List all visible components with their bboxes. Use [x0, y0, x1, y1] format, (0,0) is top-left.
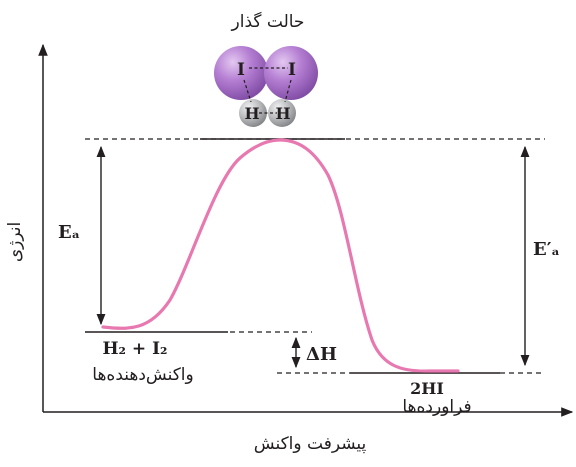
ea-reverse-label: E′ₐ [533, 239, 560, 260]
iodine-symbol-left: I [237, 60, 245, 80]
hydrogen-atom-left [239, 99, 267, 127]
hydrogen-atom-right [268, 99, 296, 127]
x-axis-label: پیشرفت واکنش [254, 434, 367, 454]
products-formula: 2HI [410, 379, 444, 398]
products-label: فراورده‌ها [402, 397, 471, 417]
i-h-bond-left [243, 79, 252, 103]
y-axis-label: انرژی [5, 222, 25, 262]
hydrogen-symbol-right: H [275, 104, 290, 123]
reactants-formula: H₂ + I₂ [103, 339, 168, 359]
energy-curve [101, 138, 460, 373]
i-h-bond-right [284, 79, 292, 103]
iodine-symbol-right: I [288, 60, 296, 80]
iodine-atom-left [214, 46, 268, 100]
delta-h-label: ΔH [306, 344, 337, 365]
iodine-atom-right [264, 46, 318, 100]
transition-state-molecule: I I H H [214, 46, 318, 127]
hydrogen-symbol-left: H [244, 104, 259, 123]
reactants-label: واکنش‌دهنده‌ها [92, 365, 193, 385]
ea-forward-label: Eₐ [58, 222, 80, 243]
transition-state-label: حالت گذار [231, 11, 305, 32]
